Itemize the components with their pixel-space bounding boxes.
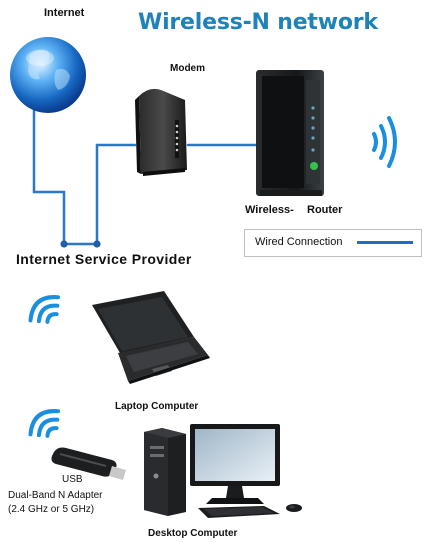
usb-wifi-icon: [28, 409, 61, 438]
laptop-wifi-icon: [28, 295, 61, 324]
desktop-label: Desktop Computer: [148, 528, 238, 539]
wire-modem-to-isp: [95, 143, 137, 246]
legend-box: Wired Connection: [244, 229, 422, 257]
junction-dot-right: [93, 240, 101, 248]
keyboard-icon: [198, 506, 280, 518]
router-label-right: Router: [307, 204, 343, 216]
router-label-left: Wireless-: [245, 204, 294, 216]
wire-internet-to-isp: [32, 78, 66, 246]
modem-label: Modem: [170, 63, 205, 74]
usb-label-line2: Dual-Band N Adapter: [8, 490, 103, 501]
monitor-icon: [190, 424, 280, 504]
diagram-title: Wireless-N network: [138, 10, 378, 35]
junction-dot-left: [60, 240, 68, 248]
usb-label-line3: (2.4 GHz or 5 GHz): [8, 504, 95, 515]
legend-text: Wired Connection: [255, 236, 343, 248]
modem-icon: [135, 88, 187, 176]
internet-label: Internet: [44, 7, 85, 19]
laptop-icon: [92, 291, 210, 384]
legend-line-swatch: [357, 241, 413, 244]
router-wifi-icon: [372, 116, 397, 168]
router-icon: [256, 70, 324, 196]
desktop-tower-icon: [144, 428, 186, 516]
laptop-label: Laptop Computer: [115, 401, 199, 412]
usb-adapter-icon: [51, 447, 126, 480]
mouse-icon: [286, 504, 302, 512]
usb-label-line1: USB: [62, 474, 83, 485]
wired-connections: [32, 78, 260, 246]
globe-icon: [10, 37, 86, 113]
isp-label: Internet Service Provider: [16, 251, 192, 267]
